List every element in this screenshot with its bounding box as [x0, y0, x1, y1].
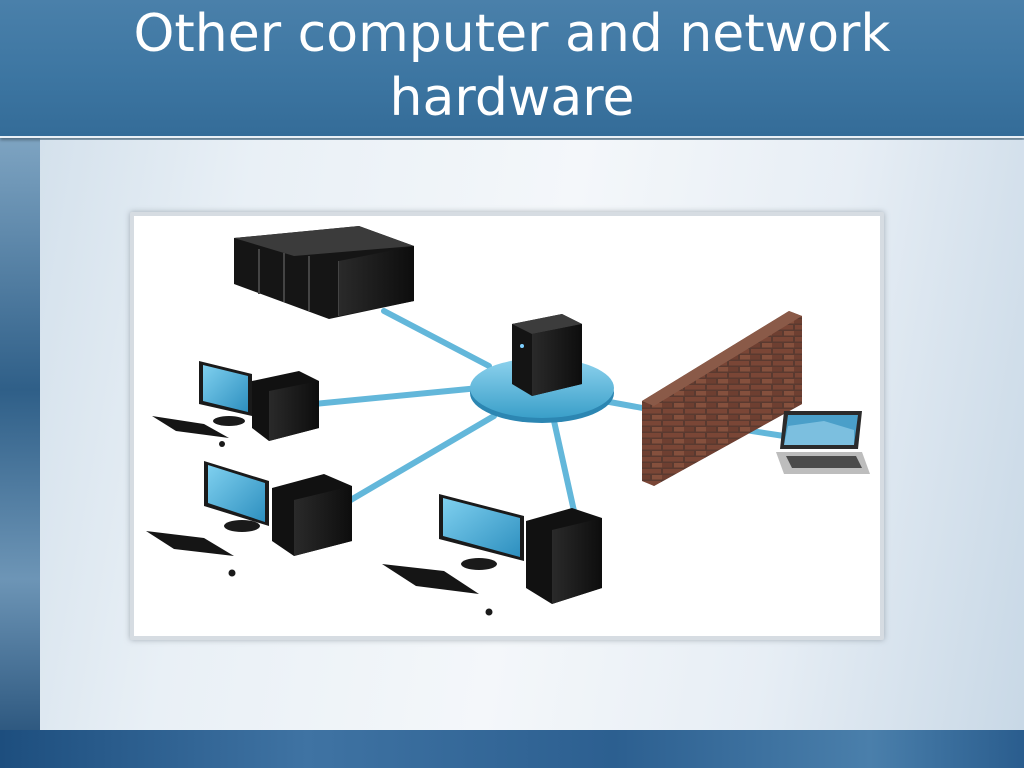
slide-title-line-2: hardware — [389, 68, 635, 128]
link-desktop-2 — [346, 413, 497, 504]
firewall-icon — [642, 311, 802, 486]
slide-title-bar: Other computer and network hardware — [0, 0, 1024, 138]
link-server-rack — [381, 308, 492, 369]
laptop-icon — [776, 411, 870, 474]
desktop-computer-icon-2 — [146, 461, 352, 577]
network-diagram-svg — [146, 226, 870, 616]
server-rack-icon — [234, 226, 414, 319]
background-watermark — [674, 639, 701, 695]
slide-title: Other computer and network hardware — [60, 2, 964, 130]
central-server-icon — [512, 314, 582, 396]
background-left-strip — [0, 138, 40, 768]
desktop-computer-icon-3 — [382, 494, 602, 616]
background-bottom-strip — [0, 730, 1024, 768]
network-diagram-picture — [130, 212, 884, 640]
link-desktop-3 — [551, 418, 577, 514]
desktop-computer-icon — [152, 361, 319, 447]
slide-title-line-1: Other computer and network — [133, 4, 891, 64]
link-desktop-1 — [311, 385, 482, 407]
